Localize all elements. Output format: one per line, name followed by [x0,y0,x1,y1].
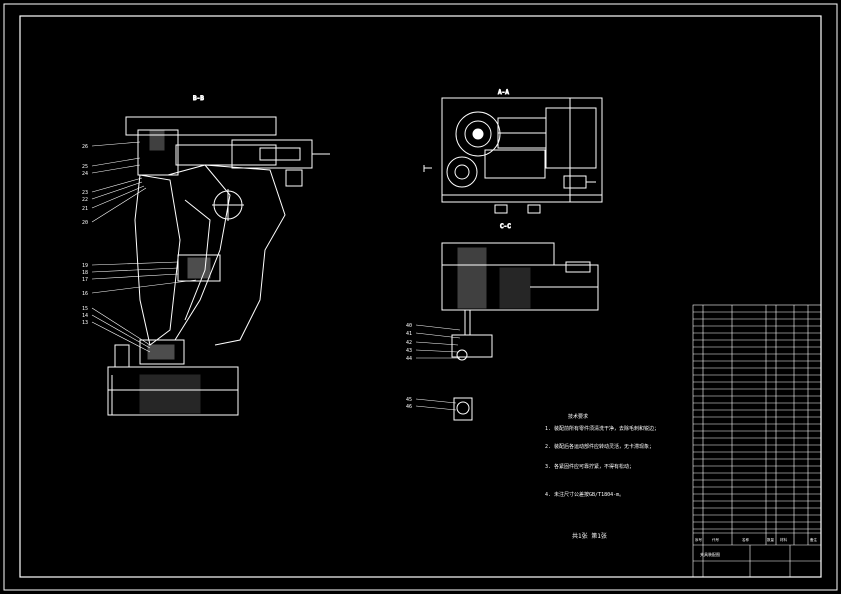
left-callout-numbers: 26 25 24 23 22 21 20 19 18 17 16 15 14 1… [82,144,88,326]
callout-13: 13 [82,320,88,326]
callout-24: 24 [82,171,88,177]
top-right-view-label: A-A [498,89,509,96]
callout-16: 16 [82,291,88,297]
callout-42: 42 [406,340,412,346]
callout-43: 43 [406,348,412,354]
main-section-view: B-B [107,95,330,416]
callout-45: 45 [406,397,412,403]
title-header-material: 材料 [780,537,788,542]
top-right-view: A-A [423,89,603,214]
callout-21: 21 [82,206,88,212]
middle-right-view: C-C [441,223,599,421]
callout-41: 41 [406,331,412,337]
title-header-no: 序号 [695,537,703,542]
callout-20: 20 [82,220,88,226]
parts-list-table [692,304,822,578]
outer-border [3,3,838,591]
callout-46: 46 [406,404,412,410]
main-view-label: B-B [193,95,204,102]
tech-requirements-title: 技术要求 [568,413,588,420]
left-callouts [91,141,197,353]
tech-requirement-3: 3. 各紧固件应可靠拧紧，不得有松动； [545,463,634,470]
title-header-code: 代号 [712,537,720,542]
callout-17: 17 [82,277,88,283]
tech-requirement-2: 2. 装配后各运动部件应转动灵活，无卡滞现象； [545,443,654,450]
callout-22: 22 [82,197,88,203]
tech-requirements: 技术要求 1. 装配前所有零件须清洗干净，去除毛刺和锐边； 2. 装配后各运动部… [545,413,659,540]
middle-right-view-label: C-C [500,223,511,230]
callout-26: 26 [82,144,88,150]
inner-frame [19,15,822,578]
title-header-remark: 备注 [810,537,818,542]
sheet-count: 共1张 第1张 [572,532,607,540]
callout-25: 25 [82,164,88,170]
drawing-name: 夹具装配图 [700,551,720,557]
title-header-name: 名称 [742,537,750,542]
callout-19: 19 [82,263,88,269]
callout-14: 14 [82,313,88,319]
callout-44: 44 [406,356,412,362]
callout-40: 40 [406,323,412,329]
title-header-qty: 数量 [767,537,775,542]
tech-requirement-4: 4. 未注尺寸公差按GB/T1804-m。 [545,491,624,498]
callout-15: 15 [82,306,88,312]
callout-18: 18 [82,270,88,276]
middle-callouts [415,324,461,411]
callout-23: 23 [82,190,88,196]
tech-requirement-1: 1. 装配前所有零件须清洗干净，去除毛刺和锐边； [545,425,659,432]
